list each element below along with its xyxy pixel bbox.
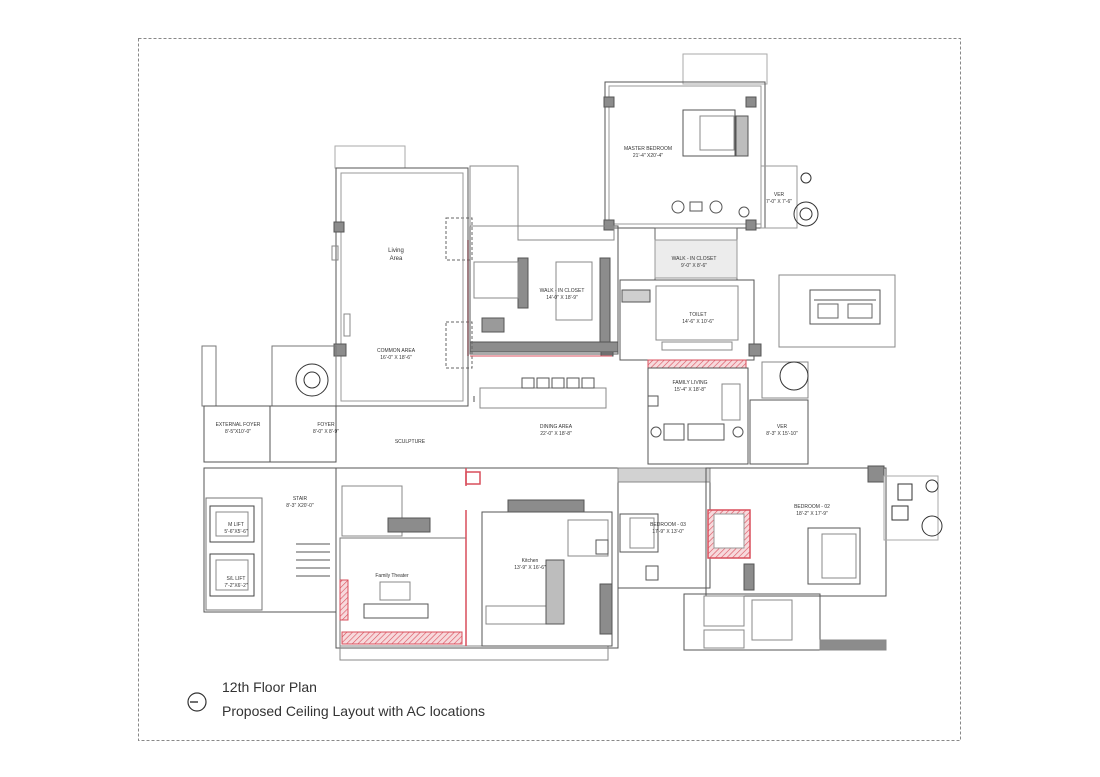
floor-plan <box>201 53 943 661</box>
drawing-title: 12th Floor Plan <box>222 679 317 695</box>
sheet-border <box>138 38 961 741</box>
room-label-family-theater: Family Theater <box>375 573 409 579</box>
room-label-sculpture: SCULPTURE <box>395 439 426 445</box>
title-block: 12th Floor Plan Proposed Ceiling Layout … <box>186 679 586 729</box>
north-arrow-icon <box>187 692 207 712</box>
drawing-subtitle: Proposed Ceiling Layout with AC location… <box>222 703 486 719</box>
